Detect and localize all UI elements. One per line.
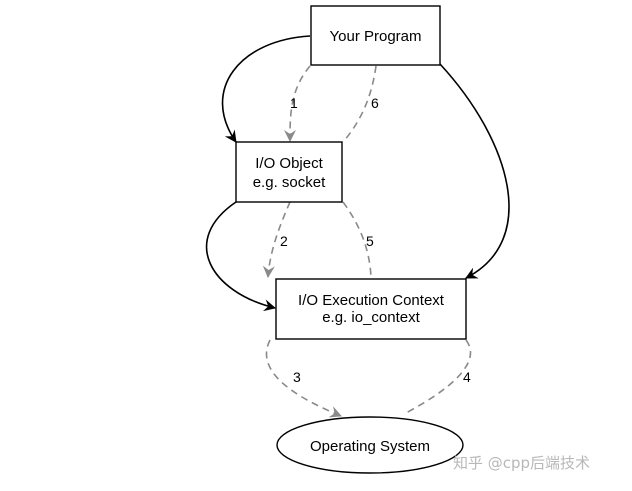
edge-step-1	[284, 65, 311, 142]
node-io-object-subtitle: e.g. socket	[253, 174, 326, 191]
edge-io-object-to-exec-context	[205, 201, 276, 312]
node-exec-context-title: I/O Execution Context	[298, 292, 445, 309]
node-exec-context-subtitle: e.g. io_context	[322, 309, 420, 326]
node-io-object: I/O Object e.g. socket	[235, 141, 343, 203]
node-operating-system: Operating System	[276, 416, 464, 474]
edge-step-3	[265, 339, 342, 418]
node-your-program-label: Your Program	[330, 28, 422, 45]
step-label-4: 4	[463, 369, 471, 385]
node-io-execution-context: I/O Execution Context e.g. io_context	[275, 278, 467, 340]
step-label-2: 2	[280, 233, 288, 249]
edge-step-2	[262, 201, 291, 278]
step-label-3: 3	[293, 369, 301, 385]
edge-program-to-io-object	[221, 35, 311, 143]
edge-program-to-exec-context	[439, 63, 510, 279]
node-operating-system-label: Operating System	[310, 438, 430, 455]
step-label-5: 5	[366, 233, 374, 249]
edge-step-5	[342, 201, 372, 279]
step-label-6: 6	[371, 95, 379, 111]
node-your-program: Your Program	[310, 5, 441, 66]
watermark-text: 知乎 @cpp后端技术	[453, 454, 590, 472]
edge-step-6	[342, 65, 377, 143]
node-io-object-title: I/O Object	[255, 155, 323, 172]
step-label-1: 1	[290, 95, 298, 111]
edge-step-4	[403, 339, 472, 415]
